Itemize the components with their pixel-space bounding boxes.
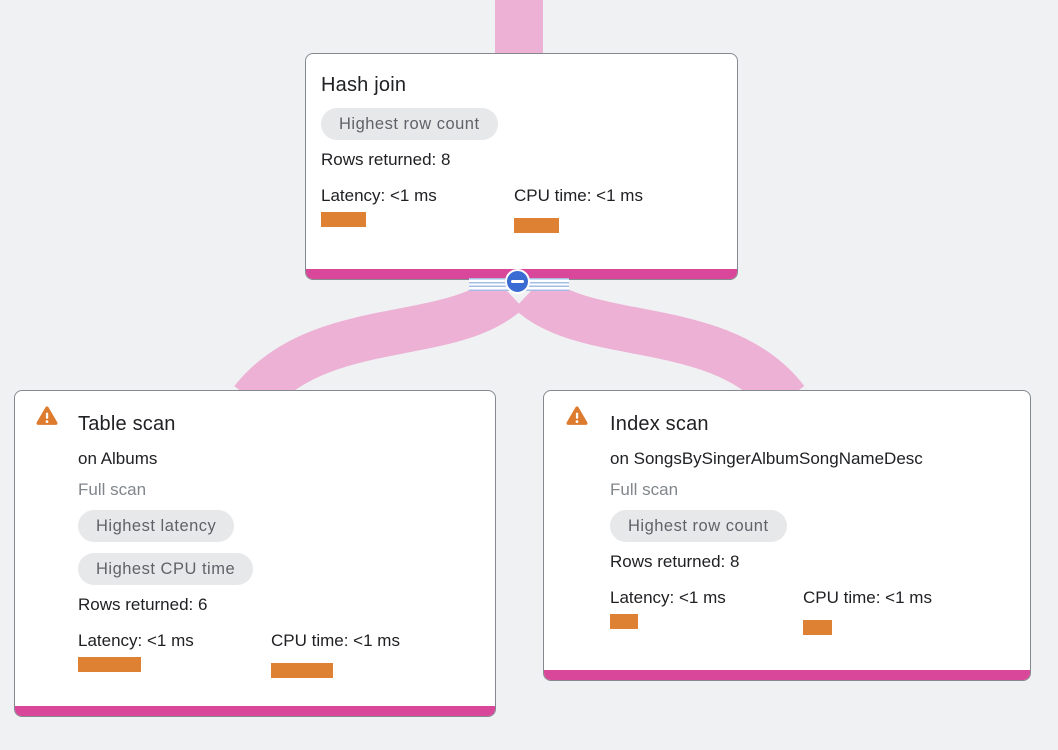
- cpu-metric: CPU time: <1 ms: [514, 186, 707, 233]
- latency-bar: [78, 657, 141, 672]
- full-scan-label: Full scan: [78, 480, 147, 499]
- cpu-time-bar: [514, 218, 559, 233]
- scan-target-label: on Albums: [78, 449, 158, 468]
- scan-target-label: on SongsBySingerAlbumSongNameDesc: [610, 449, 923, 468]
- node-hash-join-content: Hash join Highest row count Rows returne…: [306, 54, 737, 233]
- latency-bar: [321, 212, 366, 227]
- node-accent-bar: [544, 670, 1030, 680]
- metrics-row: Latency: <1 ms CPU time: <1 ms: [321, 186, 722, 233]
- latency-metric: Latency: <1 ms: [78, 631, 271, 678]
- latency-label: Latency: <1 ms: [78, 631, 194, 650]
- cpu-time-bar: [271, 663, 333, 678]
- minus-icon: [511, 280, 524, 283]
- node-accent-bar: [15, 706, 495, 716]
- highest-latency-badge: Highest latency: [78, 510, 235, 542]
- edge-to-table-scan: [234, 274, 524, 415]
- warning-icon[interactable]: [565, 405, 589, 427]
- full-scan-label: Full scan: [610, 480, 679, 499]
- latency-bar: [610, 614, 638, 629]
- cpu-metric: CPU time: <1 ms: [803, 588, 996, 635]
- edge-to-index-scan: [514, 274, 805, 415]
- node-table-scan-content: Table scan on Albums Full scan Highest l…: [15, 391, 495, 678]
- rows-returned-label: Rows returned: 8: [321, 150, 451, 169]
- metrics-row: Latency: <1 ms CPU time: <1 ms: [78, 631, 480, 678]
- node-title: Table scan: [78, 413, 176, 435]
- latency-label: Latency: <1 ms: [321, 186, 437, 205]
- highest-row-count-badge: Highest row count: [321, 108, 498, 140]
- cpu-time-bar: [803, 620, 832, 635]
- highest-cpu-time-badge: Highest CPU time: [78, 553, 254, 585]
- metrics-row: Latency: <1 ms CPU time: <1 ms: [610, 588, 1015, 635]
- node-index-scan-content: Index scan on SongsBySingerAlbumSongName…: [544, 391, 1030, 635]
- edge-parent-incoming: [495, 0, 543, 60]
- latency-label: Latency: <1 ms: [610, 588, 726, 607]
- latency-metric: Latency: <1 ms: [610, 588, 803, 635]
- node-hash-join[interactable]: Hash join Highest row count Rows returne…: [305, 53, 738, 280]
- rows-returned-label: Rows returned: 6: [78, 595, 208, 614]
- highest-row-count-badge: Highest row count: [610, 510, 787, 542]
- collapse-children-button[interactable]: [505, 269, 530, 294]
- cpu-time-label: CPU time: <1 ms: [514, 186, 643, 205]
- node-table-scan[interactable]: Table scan on Albums Full scan Highest l…: [14, 390, 496, 717]
- node-title: Hash join: [321, 74, 407, 96]
- latency-metric: Latency: <1 ms: [321, 186, 514, 233]
- cpu-time-label: CPU time: <1 ms: [803, 588, 932, 607]
- cpu-metric: CPU time: <1 ms: [271, 631, 464, 678]
- rows-returned-label: Rows returned: 8: [610, 552, 740, 571]
- node-title: Index scan: [610, 413, 709, 435]
- cpu-time-label: CPU time: <1 ms: [271, 631, 400, 650]
- node-index-scan[interactable]: Index scan on SongsBySingerAlbumSongName…: [543, 390, 1031, 681]
- warning-icon[interactable]: [35, 405, 59, 427]
